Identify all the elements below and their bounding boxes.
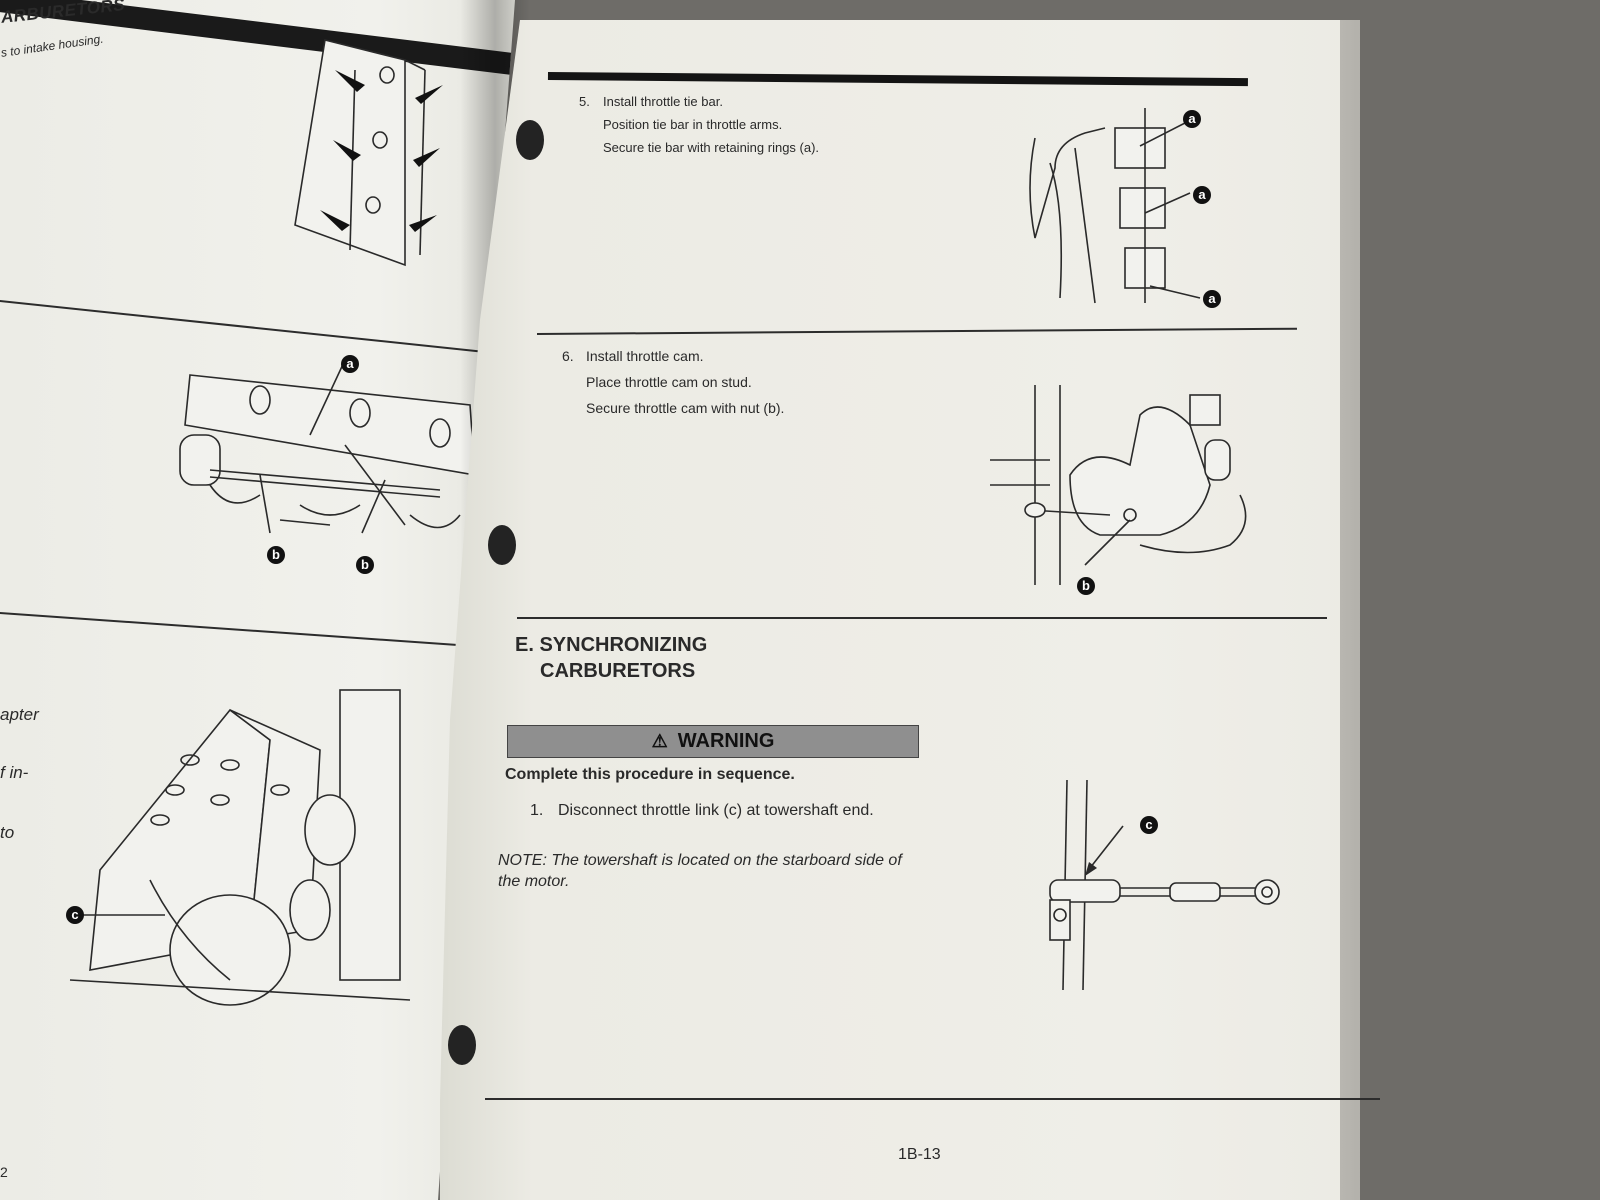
towershaft-note: NOTE: The towershaft is located on the s… xyxy=(498,852,902,890)
throttle-cam-illustration xyxy=(990,385,1247,585)
binder-hole-1 xyxy=(516,120,544,160)
engine-block-illustration xyxy=(69,689,411,1006)
section-title-line-1: SYNCHRONIZING xyxy=(539,634,708,656)
left-snippet-1: apter xyxy=(0,705,39,724)
step-5-line-1: Install throttle tie bar. xyxy=(603,94,723,109)
warning-label: WARNING xyxy=(677,730,775,752)
disconnect-step: 1. Disconnect throttle link (c) at tower… xyxy=(530,800,910,821)
left-page: ARBURETORS s to intake housing. a b b xyxy=(0,0,515,1200)
section-title: E. SYNCHRONIZING CARBURETORS xyxy=(515,632,707,684)
step-5-line-3: Secure tie bar with retaining rings (a). xyxy=(603,140,820,155)
step-5-number: 5. xyxy=(579,94,590,109)
binder-hole-2 xyxy=(488,525,516,565)
carburetor-rack-illustration xyxy=(179,359,476,534)
step-5-line-2: Position tie bar in throttle arms. xyxy=(603,117,783,132)
step-6-line-1: Install throttle cam. xyxy=(586,348,704,364)
step-5: 5. Install throttle tie bar. Position ti… xyxy=(579,90,879,160)
intake-housing-illustration xyxy=(294,39,443,267)
disconnect-step-number: 1. xyxy=(530,802,544,819)
left-snippet-3: to xyxy=(0,823,15,842)
binder-hole-3 xyxy=(448,1025,476,1065)
left-callout-b2: b xyxy=(356,556,374,574)
section-title-line-2: CARBURETORS xyxy=(540,660,696,682)
step-6-line-3: Secure throttle cam with nut (b). xyxy=(586,400,785,416)
section-letter: E. xyxy=(515,634,534,656)
step-5-callout-a1: a xyxy=(1183,110,1201,128)
left-divider-2 xyxy=(0,612,474,648)
warning-triangle-icon: ⚠ xyxy=(651,731,668,751)
right-page-number: 1B-13 xyxy=(898,1146,941,1163)
disconnect-step-text: Disconnect throttle link (c) at towersha… xyxy=(558,802,874,819)
left-snippet-2: f in- xyxy=(0,763,29,782)
left-divider-1 xyxy=(0,300,498,355)
step-6-line-2: Place throttle cam on stud. xyxy=(586,374,752,390)
towershaft-link-illustration xyxy=(1049,779,1280,991)
step-5-callout-a3: a xyxy=(1203,290,1221,308)
warning-banner: ⚠ WARNING xyxy=(507,725,919,758)
left-callout-c: c xyxy=(66,906,84,924)
left-page-subheading: s to intake housing. xyxy=(0,31,105,60)
right-bottom-rule xyxy=(485,1098,1380,1100)
step-5-callout-a2: a xyxy=(1193,186,1211,204)
throttle-tie-bar-illustration xyxy=(1029,108,1201,304)
left-callout-a: a xyxy=(341,355,359,373)
step-6: 6. Install throttle cam. Place throttle … xyxy=(562,343,862,423)
procedure-notice: Complete this procedure in sequence. xyxy=(505,766,795,783)
right-divider-2 xyxy=(517,617,1327,619)
towershaft-callout-c: c xyxy=(1140,816,1158,834)
right-page xyxy=(440,20,1340,1200)
left-page-number: 2 xyxy=(0,1164,8,1180)
step-6-number: 6. xyxy=(562,348,574,364)
right-page-edge xyxy=(1340,20,1360,1200)
step-6-callout-b: b xyxy=(1077,577,1095,595)
left-callout-b1: b xyxy=(267,546,285,564)
